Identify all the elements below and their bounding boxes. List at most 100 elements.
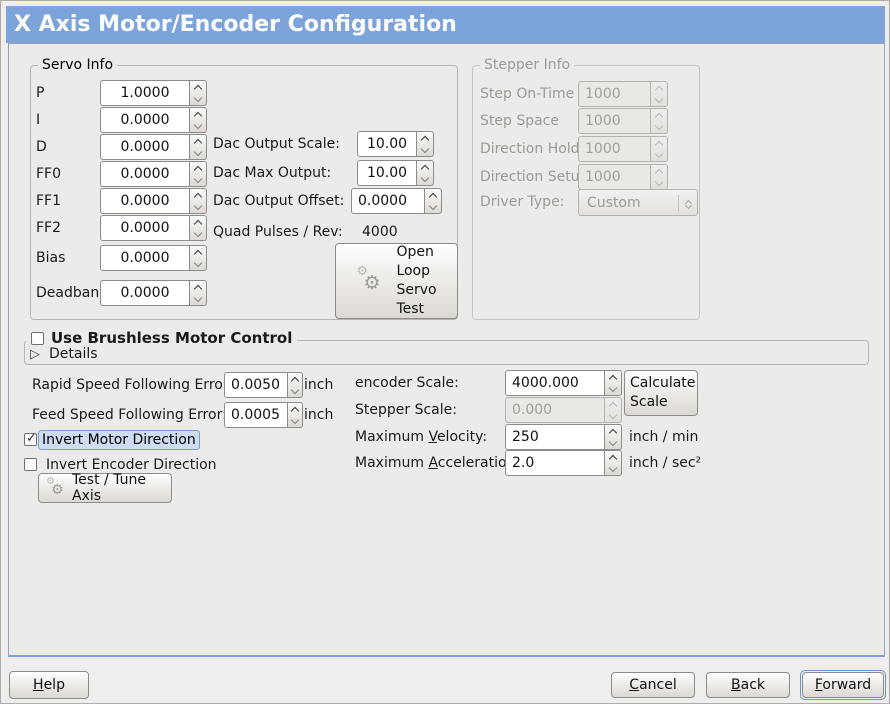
deadband-input[interactable]: 0.0000 — [100, 280, 190, 306]
encoder-scale-input[interactable]: 4000.000 — [505, 370, 605, 396]
invert-motor-checkbox[interactable]: ✓ — [24, 431, 37, 446]
spin-down-button[interactable] — [605, 383, 621, 395]
forward-button[interactable]: Forward — [802, 672, 884, 698]
spin-up-button[interactable] — [190, 162, 206, 174]
ff1-input[interactable]: 0.0000 — [100, 188, 190, 214]
use-brushless-label[interactable]: Use Brushless Motor Control — [51, 329, 293, 347]
spin-up-button[interactable] — [190, 216, 206, 228]
spin-down-button[interactable] — [425, 201, 441, 213]
i-input[interactable]: 0.0000 — [100, 107, 190, 133]
spin-up-button[interactable] — [190, 281, 206, 293]
i-spinner[interactable] — [190, 107, 207, 133]
bias-spinner[interactable] — [190, 245, 207, 271]
spin-up-button[interactable] — [605, 425, 621, 437]
dac-max-output-input[interactable]: 10.00 — [357, 160, 417, 186]
expander-triangle-icon[interactable]: ▷ — [30, 347, 40, 362]
spin-down-button[interactable] — [190, 93, 206, 105]
spin-down-button[interactable] — [417, 173, 433, 185]
spin-down-button — [651, 121, 667, 133]
details-expander[interactable]: ▷ Details — [30, 346, 98, 363]
feed-error-spinner[interactable] — [288, 402, 303, 428]
spin-down-button[interactable] — [190, 147, 206, 159]
spin-down-button — [651, 177, 667, 189]
spin-up-button — [651, 109, 667, 121]
spin-down-button[interactable] — [605, 437, 621, 449]
spin-up-button[interactable] — [417, 161, 433, 173]
encoder-scale-spinner[interactable] — [605, 370, 622, 396]
spin-down-button[interactable] — [288, 385, 302, 397]
spin-up-button[interactable] — [288, 403, 302, 415]
ff0-input[interactable]: 0.0000 — [100, 161, 190, 187]
help-button[interactable]: Help — [9, 671, 89, 699]
spin-up-button[interactable] — [190, 246, 206, 258]
use-brushless-checkbox[interactable] — [31, 332, 44, 345]
test-tune-axis-button[interactable]: ⚙ ⚙ Test / Tune Axis — [38, 472, 172, 504]
ff0-spinner[interactable] — [190, 161, 207, 187]
chevron-up-icon — [193, 138, 203, 147]
open-loop-servo-test-button[interactable]: ⚙ ⚙ Open Loop Servo Test — [335, 243, 458, 319]
spin-up-button[interactable] — [288, 373, 302, 385]
dac-max-output-spinner[interactable] — [417, 160, 434, 186]
spin-up-button[interactable] — [190, 189, 206, 201]
dac-output-offset-spinner[interactable] — [425, 188, 442, 214]
spin-up-button[interactable] — [425, 189, 441, 201]
max-velocity-input[interactable]: 250 — [505, 424, 605, 450]
spin-up-button[interactable] — [605, 451, 621, 463]
spin-up-button[interactable] — [605, 371, 621, 383]
spin-down-button[interactable] — [288, 415, 302, 427]
max-accel-input[interactable]: 2.0 — [505, 450, 605, 476]
spin-up-button[interactable] — [190, 81, 206, 93]
invert-motor-label[interactable]: Invert Motor Direction — [38, 430, 200, 450]
d-spinner[interactable] — [190, 134, 207, 160]
servo-row-i: I 0.0000 — [36, 107, 216, 133]
ff2-spinner[interactable] — [190, 215, 207, 241]
back-button-label: Back — [731, 677, 765, 693]
direction-hold-row: Direction Hold 1000 — [480, 136, 690, 162]
calculate-scale-button[interactable]: Calculate Scale — [624, 370, 698, 416]
max-accel-spinner[interactable] — [605, 450, 622, 476]
spin-up-button[interactable] — [417, 132, 433, 144]
spin-up-button[interactable] — [190, 135, 206, 147]
dac-output-scale-input[interactable]: 10.00 — [357, 131, 417, 157]
rapid-error-spinner[interactable] — [288, 372, 303, 398]
max-velocity-label: Maximum Velocity: — [355, 429, 488, 445]
spin-down-button[interactable] — [190, 174, 206, 186]
invert-encoder-label[interactable]: Invert Encoder Direction — [46, 457, 217, 473]
back-button[interactable]: Back — [706, 672, 790, 698]
spin-down-button[interactable] — [605, 463, 621, 475]
invert-encoder-checkbox[interactable] — [24, 458, 37, 471]
deadband-label: Deadband — [36, 285, 109, 301]
ff1-spinner[interactable] — [190, 188, 207, 214]
spin-down-button[interactable] — [190, 228, 206, 240]
ff2-field: 0.0000 — [100, 215, 207, 241]
dac-max-output-field: 10.00 — [357, 160, 434, 186]
deadband-spinner[interactable] — [190, 280, 207, 306]
rapid-error-input[interactable]: 0.0050 — [224, 372, 288, 398]
dac-output-offset-input[interactable]: 0.0000 — [351, 188, 425, 214]
d-input[interactable]: 0.0000 — [100, 134, 190, 160]
deadband-field: 0.0000 — [100, 280, 207, 306]
spin-down-button[interactable] — [190, 258, 206, 270]
step-space-label: Step Space — [480, 113, 559, 129]
chevron-up-icon — [193, 165, 203, 174]
direction-setup-field: 1000 — [578, 164, 668, 190]
ff2-input[interactable]: 0.0000 — [100, 215, 190, 241]
p-spinner[interactable] — [190, 80, 207, 106]
spin-down-button[interactable] — [190, 120, 206, 132]
quad-pulses-row: Quad Pulses / Rev: 4000 — [213, 219, 458, 245]
spin-up-button — [651, 165, 667, 177]
details-label[interactable]: Details — [49, 346, 98, 362]
max-velocity-spinner[interactable] — [605, 424, 622, 450]
cancel-button[interactable]: Cancel — [611, 672, 695, 698]
dac-output-scale-spinner[interactable] — [417, 131, 434, 157]
spin-down-button[interactable] — [190, 201, 206, 213]
dac-output-scale-row: Dac Output Scale: 10.00 — [213, 131, 458, 157]
bias-input[interactable]: 0.0000 — [100, 245, 190, 271]
p-input[interactable]: 1.0000 — [100, 80, 190, 106]
spin-down-button[interactable] — [417, 144, 433, 156]
chevron-down-icon — [654, 177, 664, 186]
spin-down-button[interactable] — [190, 293, 206, 305]
spin-up-button[interactable] — [190, 108, 206, 120]
direction-setup-row: Direction Setup 1000 — [480, 164, 690, 190]
feed-error-input[interactable]: 0.0005 — [224, 402, 288, 428]
